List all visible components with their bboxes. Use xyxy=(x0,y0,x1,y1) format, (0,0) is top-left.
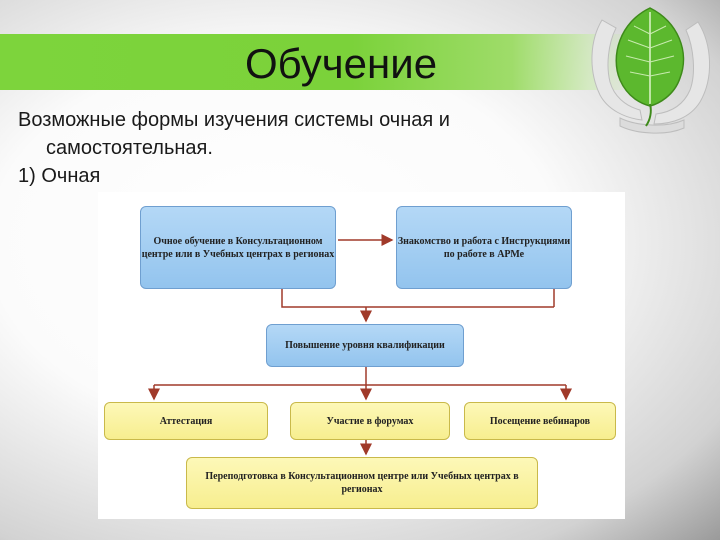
box-qualification: Повышение уровня квалификации xyxy=(266,324,464,367)
box-webinars: Посещение вебинаров xyxy=(464,402,616,440)
hands-leaf-icon xyxy=(591,7,710,134)
slide-title: Обучение xyxy=(245,40,438,87)
box-retraining: Переподготовка в Консультационном центре… xyxy=(186,457,538,509)
diagram-connectors xyxy=(148,234,572,456)
body-line-3: 1) Очная xyxy=(18,165,101,187)
body-line-2: самостоятельная. xyxy=(46,137,213,159)
box-inperson-training: Очное обучение в Консультационном центре… xyxy=(140,206,336,289)
box-instructions: Знакомство и работа с Инструкциями по ра… xyxy=(396,206,572,289)
title-bar xyxy=(0,34,640,90)
arrow-top-to-qualification xyxy=(281,289,554,308)
box-forums: Участие в форумах xyxy=(290,402,450,440)
box-attestation: Аттестация xyxy=(104,402,268,440)
training-flow-diagram: Очное обучение в Консультационном центре… xyxy=(98,192,625,519)
body-text: Возможные формы изучения системы очная и… xyxy=(18,106,558,190)
body-line-1: Возможные формы изучения системы очная и xyxy=(18,109,450,131)
